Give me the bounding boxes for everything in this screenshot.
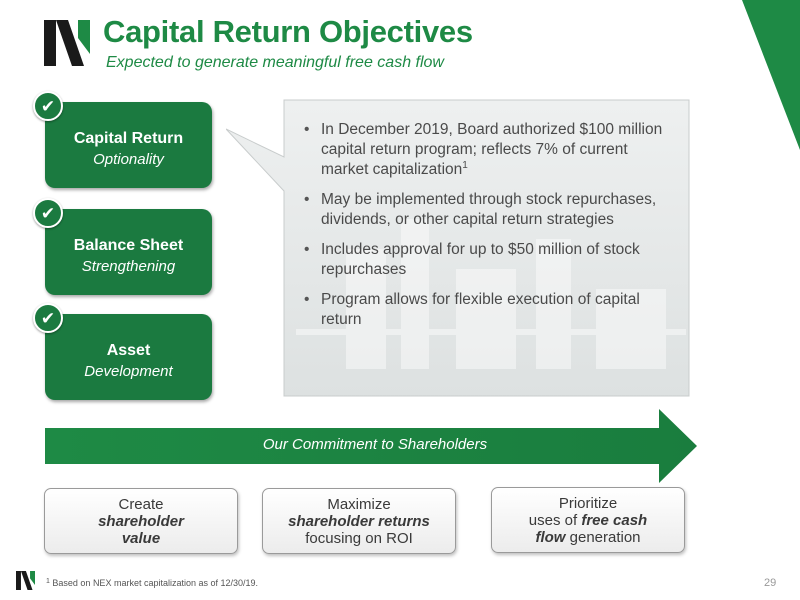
nex-logo-icon (16, 571, 35, 590)
objective-subtitle: Optionality (93, 151, 164, 168)
page-title: Capital Return Objectives (103, 14, 473, 49)
objective-asset: Asset Development (45, 314, 212, 400)
objective-balance-sheet: Balance Sheet Strengthening (45, 209, 212, 295)
list-item: In December 2019, Board authorized $100 … (304, 120, 679, 180)
callout-text: In December 2019, Board authorized $100 … (304, 120, 679, 340)
objective-subtitle: Strengthening (81, 258, 176, 275)
objective-title: Asset (106, 342, 151, 359)
callout-bullets: In December 2019, Board authorized $100 … (304, 120, 679, 330)
corner-decoration (742, 0, 800, 150)
commitment-box-maximize-returns: Maximize shareholder returns focusing on… (262, 488, 456, 554)
page-subtitle: Expected to generate meaningful free cas… (106, 54, 444, 71)
objective-title: Capital Return (73, 130, 184, 147)
commitment-box-create-value: Create shareholder value (44, 488, 238, 554)
objective-title: Balance Sheet (73, 237, 184, 254)
objective-subtitle: Development (84, 363, 173, 380)
list-item: Includes approval for up to $50 million … (304, 240, 679, 280)
list-item: Program allows for flexible execution of… (304, 290, 679, 330)
check-icon: ✔ (33, 303, 63, 333)
list-item: May be implemented through stock repurch… (304, 190, 679, 230)
objective-capital-return: Capital Return Optionality (45, 102, 212, 188)
check-icon: ✔ (33, 91, 63, 121)
footnote: 1 Based on NEX market capitalization as … (46, 578, 259, 588)
commitment-box-prioritize-fcf: Prioritize uses of free cash flow genera… (491, 487, 685, 553)
nex-logo-icon (44, 20, 90, 66)
arrow-right-icon (45, 409, 697, 483)
check-icon: ✔ (33, 198, 63, 228)
commitment-label: Our Commitment to Shareholders (262, 436, 488, 453)
page-number: 29 (764, 577, 777, 589)
